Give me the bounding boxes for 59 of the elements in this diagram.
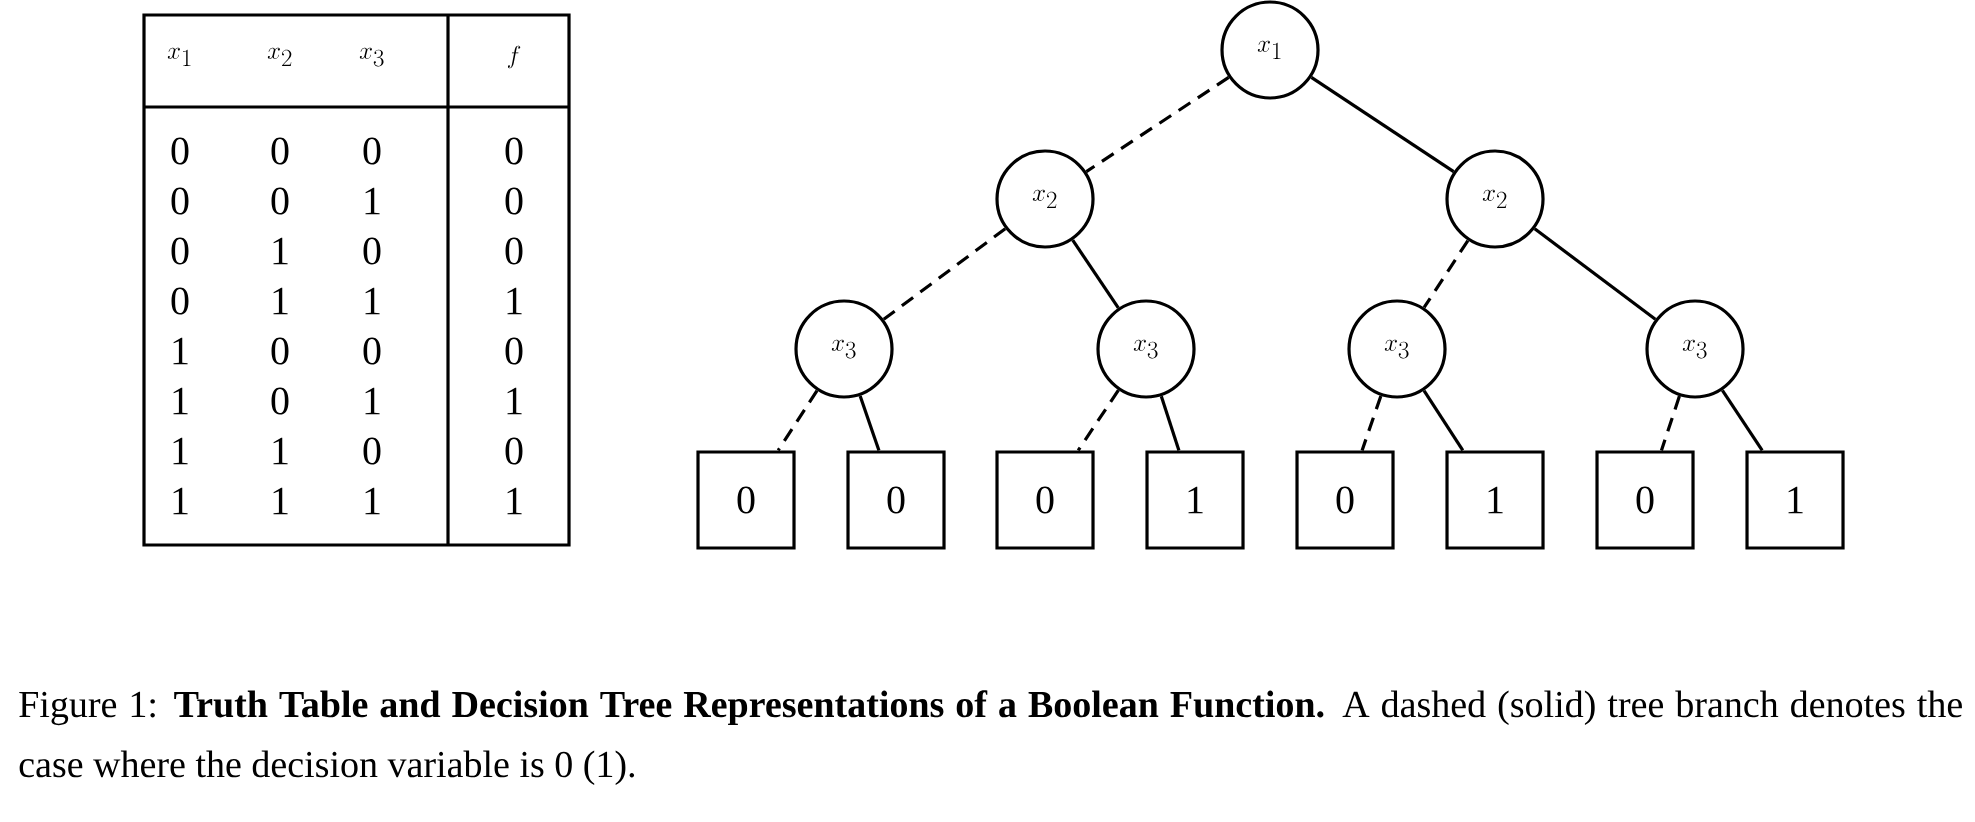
leaf-box: 0: [696, 450, 796, 550]
table-cell: 0: [505, 237, 523, 265]
table-cell: 0: [505, 137, 523, 165]
tree-branch: [1360, 395, 1383, 451]
tree-branch: [1076, 389, 1120, 452]
table-cell: 0: [363, 437, 381, 465]
table-cell: 0: [505, 437, 523, 465]
table-cell: 0: [271, 187, 289, 215]
tree-branch: [1422, 239, 1470, 309]
table-cell: 1: [507, 387, 522, 415]
tree-branch: [1721, 389, 1764, 452]
table-cell: 0: [271, 387, 289, 415]
column-header: $f$: [507, 45, 521, 69]
column-header: $x_3$: [359, 47, 384, 67]
table-cell: 0: [363, 337, 381, 365]
tree-branch: [1659, 395, 1681, 451]
table-cell: 0: [363, 137, 381, 165]
leaf-box: 0: [1595, 450, 1695, 550]
figure-caption: Figure 1: Truth Table and Decision Tree Representations of a Boolean Function. A dashed (solid) tree branch denotes the case where the decision variable is 0 (1).: [19, 690, 1962, 786]
tree-branch: [1071, 239, 1120, 309]
table-cell: 0: [271, 137, 289, 165]
leaf-box: 1: [1745, 450, 1845, 550]
table-cell: 1: [365, 387, 380, 415]
table-cell: 1: [273, 487, 288, 515]
table-cell: 1: [365, 287, 380, 315]
tree-branch: [1310, 76, 1455, 173]
table-cell: 0: [363, 237, 381, 265]
table-cell: 1: [273, 437, 288, 465]
column-header: $x_2$: [267, 47, 292, 67]
tree-branch: [776, 389, 819, 452]
leaf-box: 1: [1445, 450, 1545, 550]
tree-branch: [1085, 76, 1230, 173]
table-cell: 0: [171, 187, 189, 215]
leaf-box: 0: [1295, 450, 1395, 550]
table-cell: 0: [505, 187, 523, 215]
table-cell: 1: [173, 337, 188, 365]
table-cell: 1: [507, 487, 522, 515]
table-cell: 1: [365, 187, 380, 215]
table-cell: 0: [171, 237, 189, 265]
tree-branch: [882, 227, 1007, 321]
leaf-box: 0: [846, 450, 946, 550]
table-cell: 1: [273, 237, 288, 265]
table-cell: 1: [173, 387, 188, 415]
table-cell: 1: [365, 487, 380, 515]
leaf-box: 1: [1145, 450, 1245, 550]
column-header: $x_1$: [167, 47, 191, 67]
table-cell: 0: [271, 337, 289, 365]
table-cell: 0: [171, 287, 189, 315]
tree-branch: [858, 395, 881, 451]
tree-branch: [1159, 395, 1181, 451]
table-cell: 1: [273, 287, 288, 315]
table-cell: 1: [507, 287, 522, 315]
table-cell: 0: [171, 137, 189, 165]
tree-branch: [1422, 389, 1465, 452]
table-cell: 1: [173, 487, 188, 515]
table-cell: 0: [505, 337, 523, 365]
tree-branch: [1533, 227, 1657, 321]
table-cell: 1: [173, 437, 188, 465]
leaf-box: 0: [995, 450, 1095, 550]
